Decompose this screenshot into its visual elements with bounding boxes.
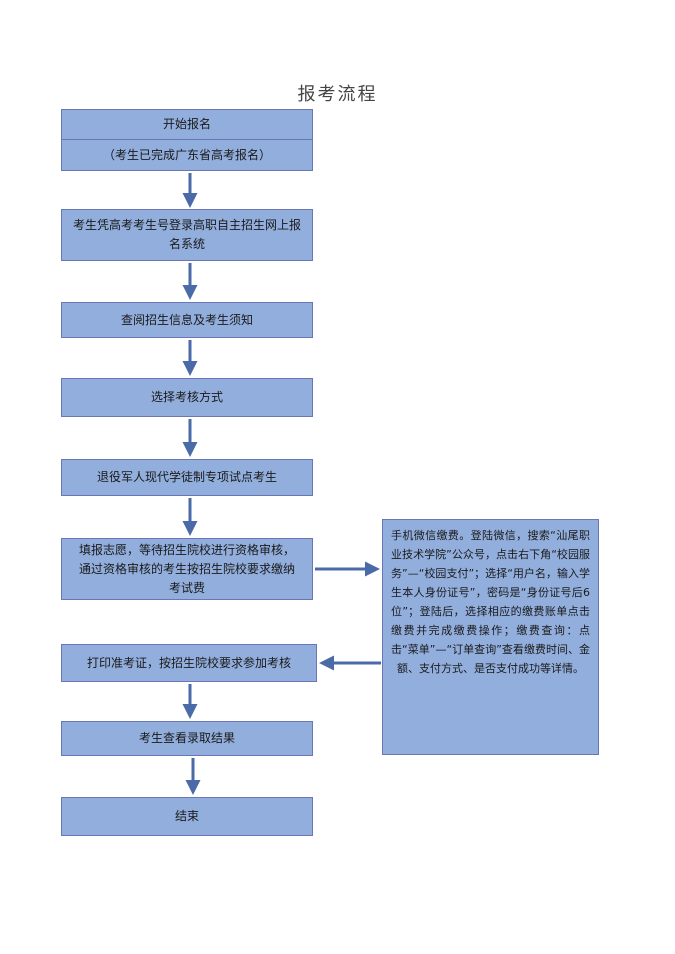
page-title: 报考流程	[297, 84, 378, 105]
step-start-title: 开始报名	[62, 110, 312, 140]
step-read-info: 查阅招生信息及考生须知	[61, 302, 313, 338]
step-apply-and-pay: 填报志愿，等待招生院校进行资格审核，通过资格审核的考生按招生院校要求缴纳考试费	[61, 538, 313, 600]
step-choose-method: 选择考核方式	[61, 378, 313, 417]
step-login-system: 考生凭高考考生号登录高职自主招生网上报名系统	[61, 209, 313, 261]
step-print-ticket: 打印准考证，按招生院校要求参加考核	[61, 644, 317, 682]
step-end: 结束	[61, 797, 313, 836]
payment-instructions: 手机微信缴费。登陆微信，搜索“汕尾职业技术学院”公众号，点击右下角“校园服务”—…	[382, 519, 599, 755]
step-veteran-candidates: 退役军人现代学徒制专项试点考生	[61, 459, 313, 496]
step-start-note: （考生已完成广东省高考报名）	[102, 147, 271, 162]
step-start: 开始报名 （考生已完成广东省高考报名）	[61, 109, 313, 171]
step-check-result: 考生查看录取结果	[61, 721, 313, 756]
